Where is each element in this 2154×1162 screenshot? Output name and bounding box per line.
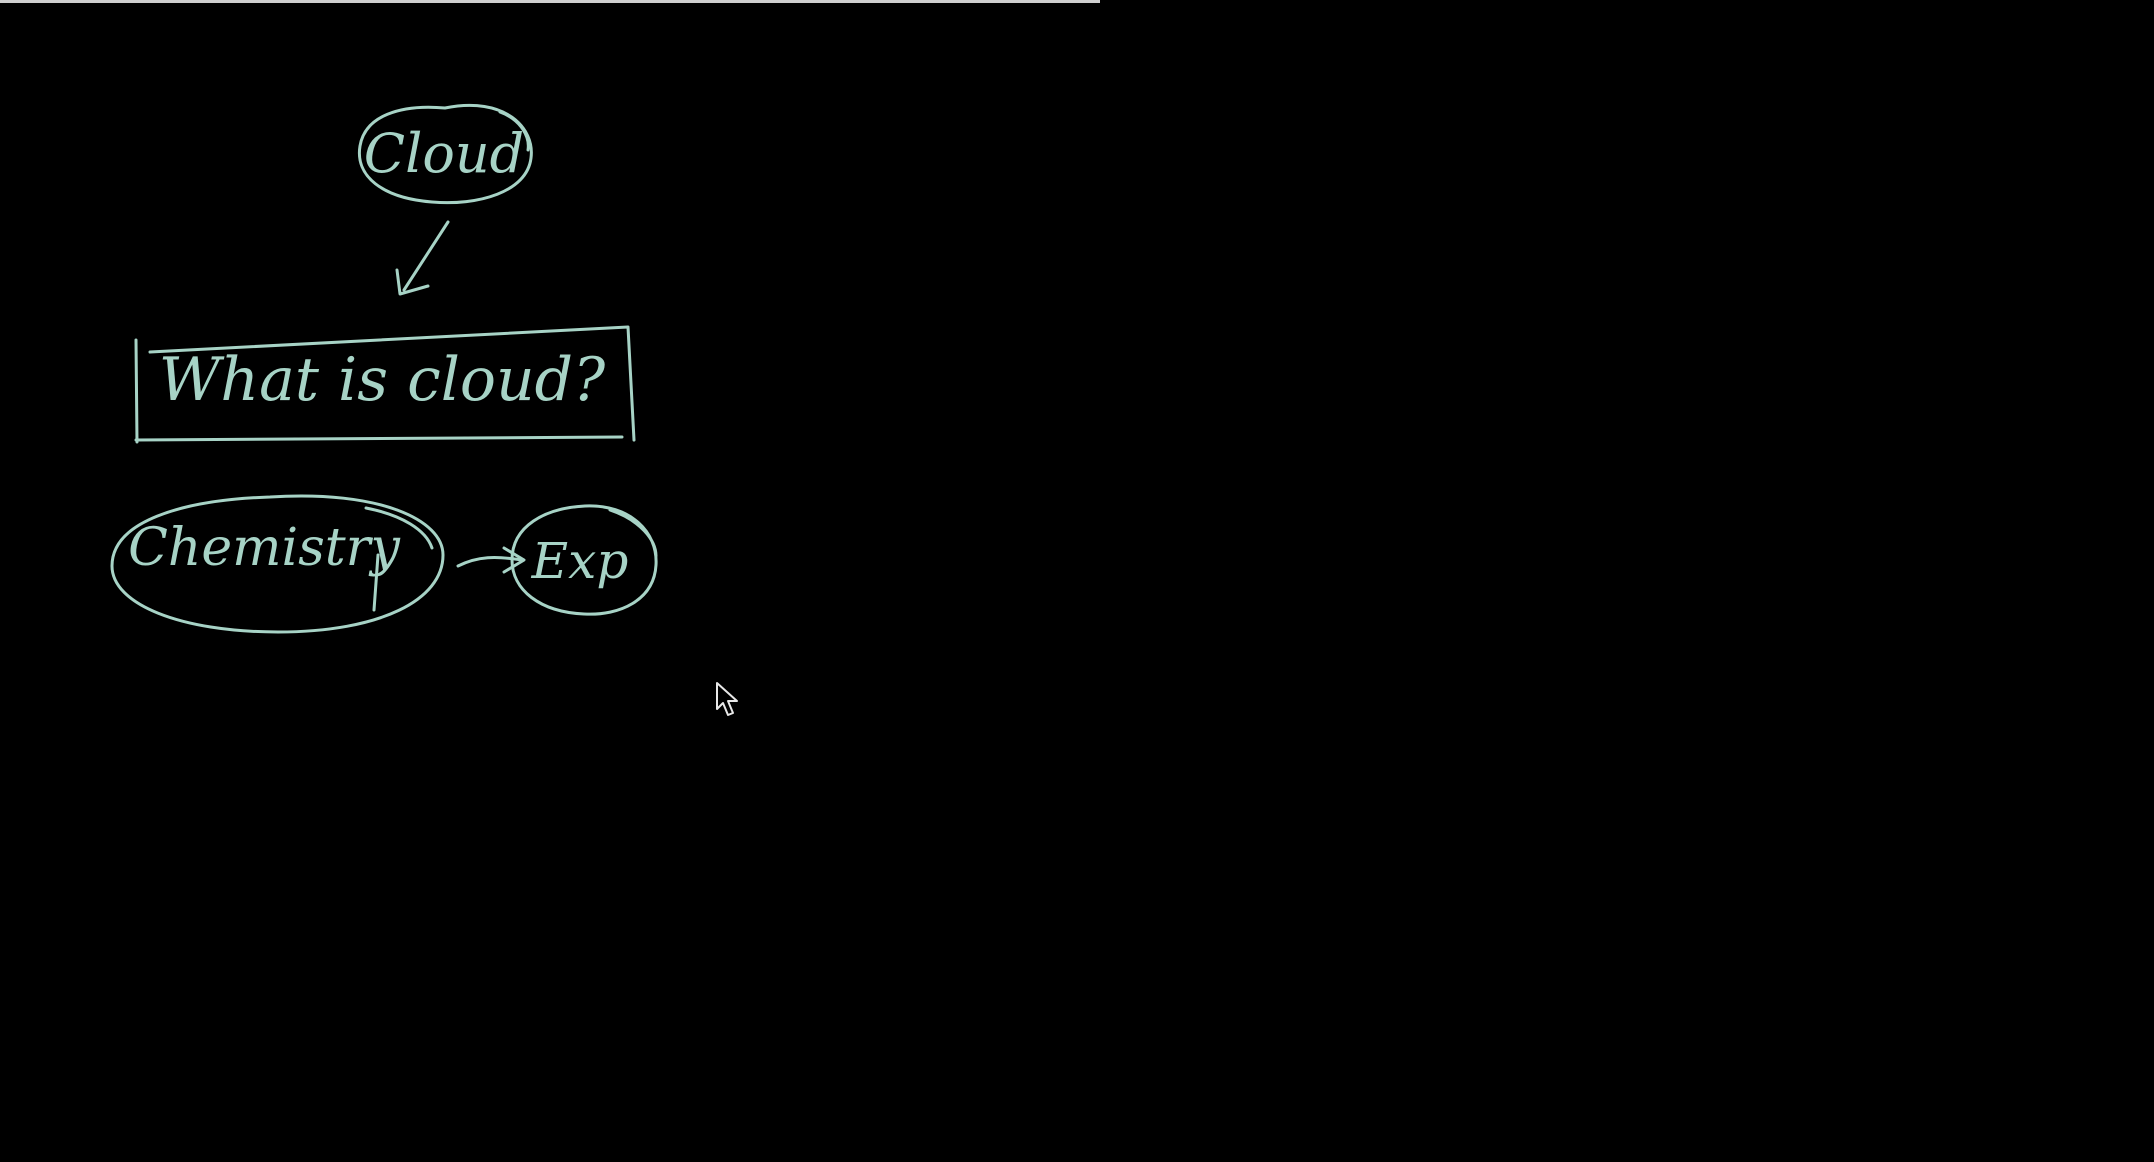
cloud-ellipse-outline [357,103,533,205]
question-label: What is cloud? [159,345,606,415]
node-chemistry: Chemistry [110,494,445,634]
arrow-cloud-to-question [395,220,450,296]
node-question-box: What is cloud? [134,325,636,444]
node-exp: Exp [510,504,658,616]
mouse-pointer-icon [716,682,738,716]
top-edge-strip [0,0,1100,3]
cloud-label: Cloud [364,122,524,185]
chemistry-label: Chemistry [128,518,400,578]
node-cloud: Cloud [357,103,533,205]
chemistry-ellipse-outline [110,494,445,634]
question-box-outline [134,325,636,444]
arrow-chemistry-to-exp [456,546,526,574]
exp-label: Exp [531,532,629,590]
exp-ellipse-outline [510,504,658,616]
